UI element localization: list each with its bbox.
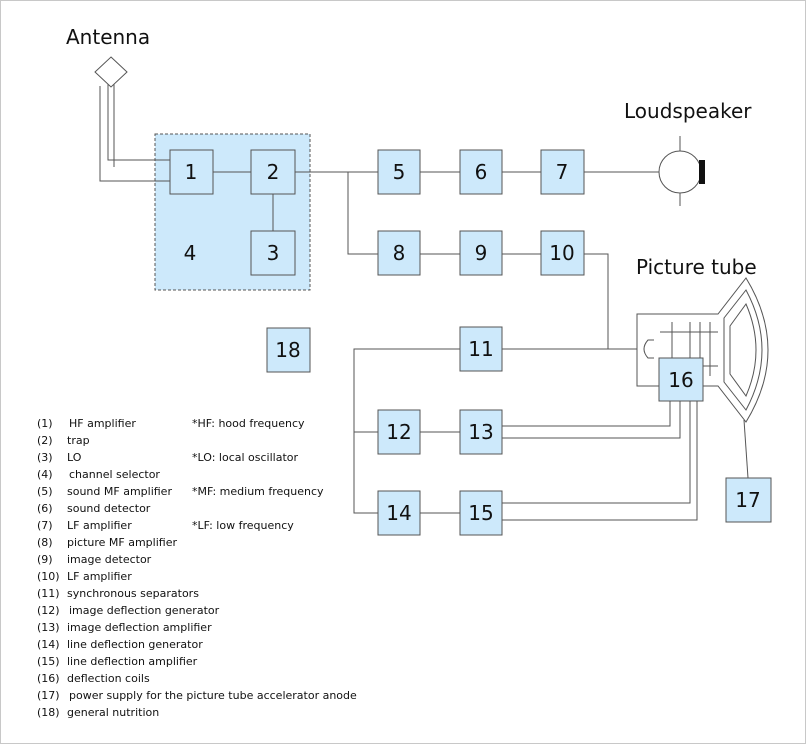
svg-text:10: 10 <box>549 241 574 265</box>
svg-text:18: 18 <box>275 338 300 362</box>
svg-text:synchronous separators: synchronous separators <box>67 587 199 600</box>
antenna-label: Antenna <box>66 25 150 49</box>
svg-text:(5): (5) <box>37 485 53 498</box>
svg-text:(1): (1) <box>37 417 53 430</box>
svg-text:line deflection amplifier: line deflection amplifier <box>67 655 198 668</box>
block-10: 10 <box>540 230 585 276</box>
svg-text:*LO: local oscillator: *LO: local oscillator <box>192 451 298 464</box>
svg-text:16: 16 <box>668 368 693 392</box>
svg-text:(17): (17) <box>37 689 60 702</box>
loudspeaker-symbol <box>658 136 705 206</box>
svg-text:8: 8 <box>393 241 406 265</box>
svg-text:(11): (11) <box>37 587 60 600</box>
svg-text:(14): (14) <box>37 638 60 651</box>
block-9: 9 <box>459 230 503 276</box>
block-13: 13 <box>459 409 503 455</box>
svg-text:9: 9 <box>475 241 488 265</box>
picture-tube-label: Picture tube <box>636 255 757 279</box>
block-15: 15 <box>459 490 503 536</box>
block-4-label: 4 <box>184 241 197 265</box>
svg-text:(15): (15) <box>37 655 60 668</box>
svg-text:picture MF amplifier: picture MF amplifier <box>67 536 177 549</box>
block-5: 5 <box>377 149 421 195</box>
svg-text:15: 15 <box>468 501 493 525</box>
svg-text:(10): (10) <box>37 570 60 583</box>
svg-text:*HF: hood frequency: *HF: hood frequency <box>192 417 305 430</box>
svg-text:(13): (13) <box>37 621 60 634</box>
svg-text:(9): (9) <box>37 553 53 566</box>
block-8: 8 <box>377 230 421 276</box>
svg-text:LO: LO <box>67 451 82 464</box>
svg-text:image deflection amplifier: image deflection amplifier <box>67 621 212 634</box>
block-1: 1 <box>169 149 214 195</box>
block-3: 3 <box>250 230 296 276</box>
svg-text:13: 13 <box>468 420 493 444</box>
svg-text:(6): (6) <box>37 502 53 515</box>
svg-text:(4): (4) <box>37 468 53 481</box>
block-16: 16 <box>658 357 704 402</box>
antenna-symbol <box>94 56 170 182</box>
block-2: 2 <box>250 149 296 195</box>
svg-text:line deflection generator: line deflection generator <box>67 638 203 651</box>
svg-text:(7): (7) <box>37 519 53 532</box>
svg-text:image detector: image detector <box>67 553 152 566</box>
svg-text:HF amplifier: HF amplifier <box>69 417 136 430</box>
svg-text:*MF: medium frequency: *MF: medium frequency <box>192 485 324 498</box>
svg-text:5: 5 <box>393 160 406 184</box>
svg-text:(12): (12) <box>37 604 60 617</box>
block-7: 7 <box>540 149 585 195</box>
svg-text:(16): (16) <box>37 672 60 685</box>
svg-text:(2): (2) <box>37 434 53 447</box>
svg-text:*LF: low frequency: *LF: low frequency <box>192 519 294 532</box>
svg-text:power supply for the picture t: power supply for the picture tube accele… <box>69 689 357 702</box>
block-11: 11 <box>459 326 503 372</box>
svg-text:7: 7 <box>556 160 569 184</box>
block-14: 14 <box>377 490 421 536</box>
svg-text:(8): (8) <box>37 536 53 549</box>
svg-text:17: 17 <box>735 488 760 512</box>
legend: (1) HF amplifier (2) trap (3) LO (4) channel… <box>37 417 357 719</box>
svg-text:2: 2 <box>267 160 280 184</box>
svg-text:channel selector: channel selector <box>69 468 160 481</box>
svg-text:12: 12 <box>386 420 411 444</box>
svg-text:deflection coils: deflection coils <box>67 672 150 685</box>
svg-text:LF amplifier: LF amplifier <box>67 570 132 583</box>
svg-text:11: 11 <box>468 337 493 361</box>
abbreviations: *HF: hood frequency *LO: local oscillato… <box>192 417 324 532</box>
loudspeaker-label: Loudspeaker <box>624 99 752 123</box>
svg-text:14: 14 <box>386 501 411 525</box>
svg-text:general nutrition: general nutrition <box>67 706 159 719</box>
block-17: 17 <box>725 477 772 523</box>
block-6: 6 <box>459 149 503 195</box>
svg-text:sound detector: sound detector <box>67 502 151 515</box>
svg-text:(3): (3) <box>37 451 53 464</box>
svg-text:(18): (18) <box>37 706 60 719</box>
svg-text:sound MF amplifier: sound MF amplifier <box>67 485 172 498</box>
svg-text:image deflection generator: image deflection generator <box>69 604 220 617</box>
block-12: 12 <box>377 409 421 455</box>
svg-text:LF amplifier: LF amplifier <box>67 519 132 532</box>
svg-text:1: 1 <box>185 160 198 184</box>
block-18: 18 <box>266 327 311 373</box>
svg-text:6: 6 <box>475 160 488 184</box>
svg-text:trap: trap <box>67 434 90 447</box>
svg-text:3: 3 <box>267 241 280 265</box>
signal-wires <box>213 171 749 521</box>
